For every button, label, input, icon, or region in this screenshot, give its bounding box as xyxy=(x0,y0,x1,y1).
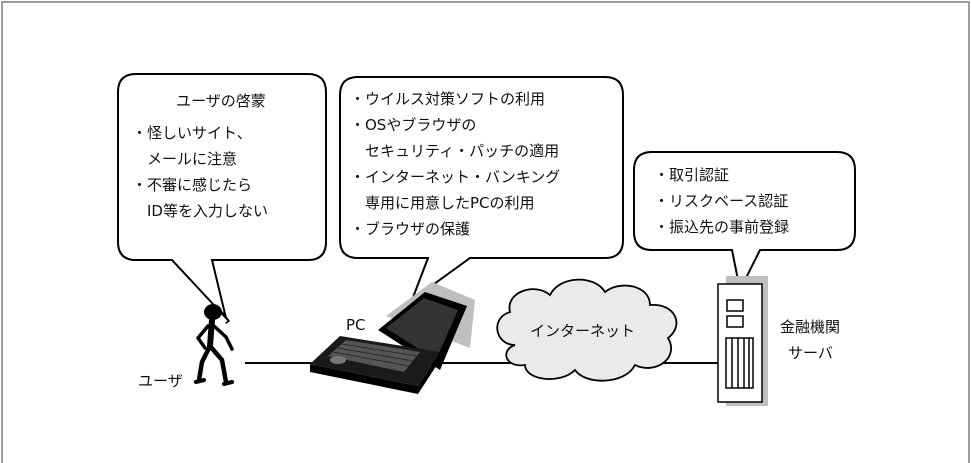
user-bubble-content: ユーザの啓蒙 ・怪しいサイト、 メールに注意 ・不審に感じたら ID等を入力しな… xyxy=(132,88,268,224)
user-bubble-title: ユーザの啓蒙 xyxy=(176,92,266,110)
pc-bubble-line: ・OSやブラウザの xyxy=(350,116,477,134)
pc-callout-bubble xyxy=(339,76,624,303)
server-label-line2: サーバ xyxy=(788,344,833,362)
user-bubble-line: ID等を入力しない xyxy=(132,202,268,220)
server-bubble-line: ・振込先の事前登録 xyxy=(654,218,790,236)
pc-label: PC xyxy=(346,316,366,334)
server-label-line1: 金融機関 xyxy=(780,318,841,336)
internet-label: インターネット xyxy=(530,322,636,340)
pc-bubble-line: ・ウイルス対策ソフトの利用 xyxy=(350,90,546,108)
pc-bubble-line: ・ブラウザの保護 xyxy=(350,220,471,238)
server-tower-icon xyxy=(717,276,768,406)
pc-bubble-line: 専用に用意したPCの利用 xyxy=(350,194,535,212)
user-figure-icon xyxy=(194,304,234,386)
user-callout-bubble xyxy=(117,73,327,322)
server-bubble-content: ・取引認証 ・リスクベース認証 ・振込先の事前登録 xyxy=(654,162,789,240)
user-label: ユーザ xyxy=(138,372,183,390)
user-bubble-line: メールに注意 xyxy=(132,150,238,168)
server-callout-bubble xyxy=(633,151,856,294)
laptop-icon xyxy=(310,282,475,394)
pc-bubble-content: ・ウイルス対策ソフトの利用 ・OSやブラウザの セキュリティ・パッチの適用 ・イ… xyxy=(350,86,560,242)
pc-bubble-line: ・インターネット・バンキング xyxy=(350,168,561,186)
server-bubble-line: ・取引認証 xyxy=(654,166,730,184)
pc-bubble-line: セキュリティ・パッチの適用 xyxy=(350,142,560,160)
user-bubble-line: ・怪しいサイト、 xyxy=(132,124,252,142)
user-bubble-line: ・不審に感じたら xyxy=(132,176,253,194)
internet-cloud xyxy=(496,278,678,382)
server-bubble-line: ・リスクベース認証 xyxy=(654,192,789,210)
